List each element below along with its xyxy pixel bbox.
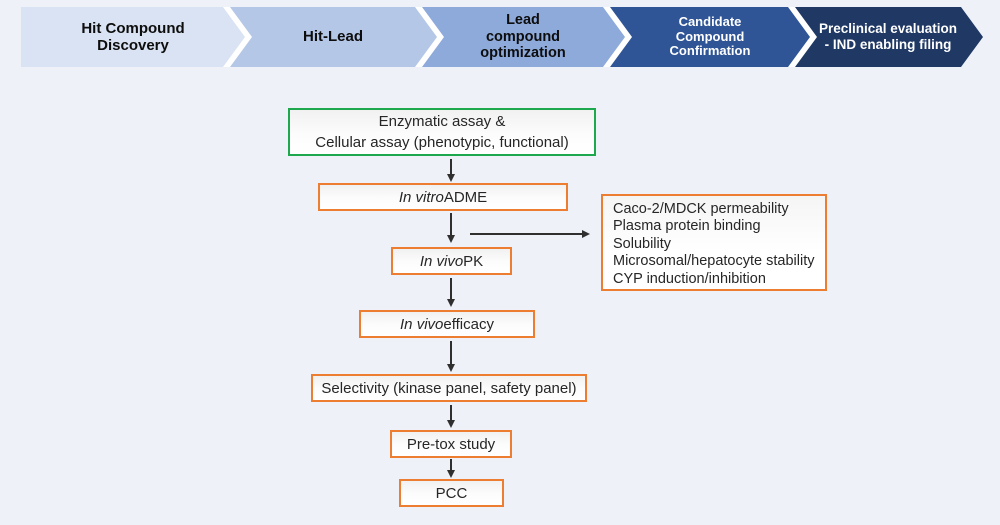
arrow-down-icon <box>447 459 455 478</box>
invitro-adme-rest: ADME <box>443 188 488 206</box>
chevron-stage-2 <box>230 7 437 67</box>
detail-item: Solubility <box>613 235 672 252</box>
pretox-box: Pre-tox study <box>390 430 512 458</box>
invivo-efficacy-rest: efficacy <box>443 315 494 333</box>
chevron-stage-5 <box>795 7 983 67</box>
stage-label-lead-compound-optimization: Lead compound optimization <box>480 11 566 62</box>
stage-label-preclinical-evaluation: Preclinical evaluation - IND enabling fi… <box>818 21 958 52</box>
chevron-stage-4 <box>610 7 810 67</box>
detail-item: Microsomal/hepatocyte stability <box>613 253 815 270</box>
arrow-down-icon <box>447 213 455 243</box>
adme-detail-box: Caco-2/MDCK permeability Plasma protein … <box>601 194 827 291</box>
selectivity-box: Selectivity (kinase panel, safety panel) <box>311 374 587 402</box>
detail-item: Plasma protein binding <box>613 218 761 235</box>
arrow-down-icon <box>447 341 455 372</box>
invivo-efficacy-box: In vivo efficacy <box>359 310 535 338</box>
stage-label-hit-compound-discovery: Hit Compound Discovery <box>81 19 185 54</box>
chevron-stage-1 <box>21 7 245 67</box>
assay-box: Enzymatic assay & Cellular assay (phenot… <box>288 108 596 156</box>
detail-item: CYP induction/inhibition <box>613 270 766 287</box>
arrow-down-icon <box>447 405 455 428</box>
stage-label-candidate-compound-confirmation: Candidate Compound Confirmation <box>669 13 751 59</box>
arrow-down-icon <box>447 159 455 182</box>
pcc-box: PCC <box>399 479 504 507</box>
arrow-down-icon <box>447 278 455 307</box>
invivo-pk-italic: In vivo <box>419 252 464 270</box>
chevron-stage-3 <box>422 7 625 67</box>
arrow-right-icon <box>470 230 590 238</box>
invivo-pk-rest: PK <box>463 252 484 270</box>
invitro-adme-italic: In vitro <box>398 188 444 206</box>
detail-item: Caco-2/MDCK permeability <box>613 201 789 217</box>
invivo-efficacy-italic: In vivo <box>400 315 444 333</box>
invitro-adme-box: In vitro ADME <box>318 183 568 211</box>
pipeline-banner <box>21 7 983 67</box>
stage-label-hit-lead: Hit-Lead <box>303 28 363 46</box>
invivo-pk-box: In vivo PK <box>391 247 512 275</box>
